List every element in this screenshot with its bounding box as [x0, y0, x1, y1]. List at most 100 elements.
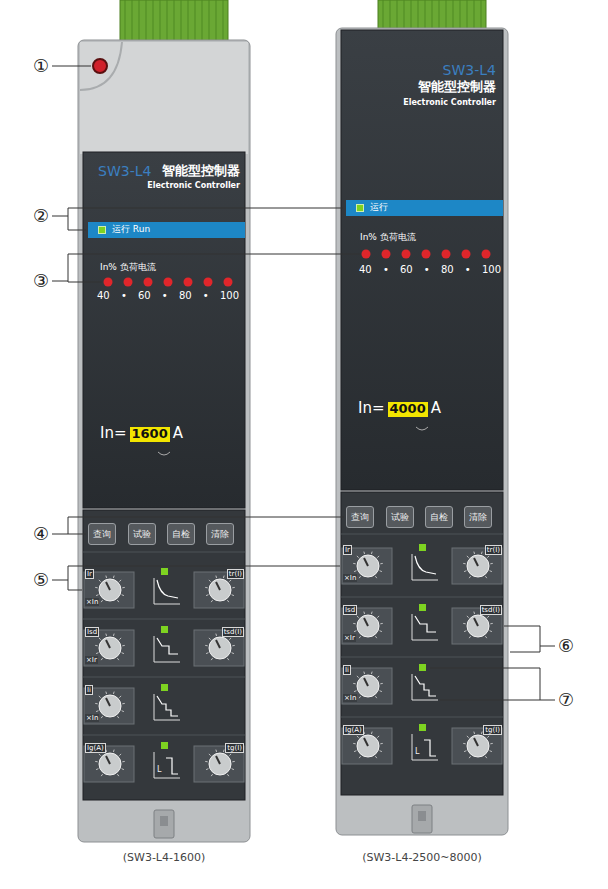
- curve-led: [419, 664, 426, 671]
- connector-ridge: [474, 0, 475, 32]
- connector-ridge: [418, 0, 419, 32]
- dial-tick: [232, 645, 234, 646]
- dial-tick: [354, 690, 356, 692]
- curve-led: [419, 604, 426, 611]
- dial-pointer: [106, 640, 110, 648]
- setting-dial: [209, 753, 231, 775]
- connector-ridge: [411, 0, 412, 32]
- rating-unit: A: [431, 400, 441, 417]
- connector-ridge: [188, 0, 189, 44]
- setting-dial: [357, 615, 379, 637]
- setting-name: Ii: [85, 685, 93, 695]
- connector-ridge: [223, 0, 224, 44]
- latch-slot: [418, 811, 426, 821]
- setting-panel: [341, 492, 503, 795]
- dial-tick: [113, 750, 115, 752]
- setting-name: tsd(I): [222, 627, 244, 637]
- dial-tick: [215, 750, 217, 752]
- setting-dial: [99, 753, 121, 775]
- dial-pointer: [106, 582, 110, 590]
- curve-axes: [154, 752, 180, 778]
- dial-tick: [490, 570, 492, 572]
- model-caption: (SW3-L4-2500~8000): [362, 852, 482, 865]
- display-panel: [83, 152, 245, 508]
- connector-ridge: [216, 0, 217, 44]
- setting-name: tr(I): [227, 569, 244, 579]
- dial-tick: [353, 683, 355, 684]
- dial-tick: [119, 638, 121, 640]
- connector-ridge: [404, 0, 405, 32]
- connector-ridge: [167, 0, 168, 44]
- controller-unit: [78, 0, 250, 842]
- dial-tick: [490, 750, 492, 752]
- setting-name: tr(I): [485, 545, 502, 555]
- dial-tick: [96, 710, 98, 712]
- terminal-connector: [120, 0, 228, 44]
- product-subtitle: Electronic Controller: [147, 181, 240, 190]
- dial-tick: [487, 556, 489, 558]
- load-led: [382, 250, 391, 259]
- run-indicator-band: 运行: [346, 200, 503, 216]
- dial-tick: [380, 750, 382, 752]
- push-button: 试验: [128, 523, 156, 545]
- connector-ridge: [432, 0, 433, 32]
- dial-tick: [232, 594, 234, 596]
- load-led: [104, 278, 113, 287]
- setting-name: Ir: [85, 569, 94, 579]
- dial-tick: [205, 587, 207, 588]
- connector-ridge: [397, 0, 398, 32]
- dial-tick: [463, 623, 465, 624]
- setting-dial: [357, 555, 379, 577]
- dial-tick: [463, 743, 465, 744]
- dial-tick: [464, 570, 466, 572]
- connector-ridge: [146, 0, 147, 44]
- dial-tick: [205, 645, 207, 646]
- terminal-connector: [378, 0, 486, 32]
- setting-dial: [99, 695, 121, 717]
- dial-tick: [96, 594, 98, 596]
- housing: [78, 40, 250, 842]
- dial-tick: [490, 630, 492, 632]
- load-led: [422, 250, 431, 259]
- dial-tick: [117, 658, 118, 660]
- dial-pointer: [474, 738, 478, 746]
- housing: [336, 28, 508, 835]
- dial-tick: [357, 676, 359, 678]
- button-label: 清除: [207, 524, 233, 544]
- dial-tick: [117, 716, 118, 718]
- rating-prefix: In=: [100, 425, 127, 442]
- setting-name: Isd: [343, 605, 357, 615]
- dial-tick: [101, 600, 102, 602]
- panel-divider: [341, 597, 503, 598]
- callout-ring: [30, 270, 52, 292]
- top-cover: [80, 42, 248, 154]
- axis-letter: L: [157, 765, 161, 774]
- dial-tick: [377, 616, 379, 618]
- dial-tick: [467, 616, 469, 618]
- dial-pointer: [216, 582, 220, 590]
- dial-tick: [119, 696, 121, 698]
- dial-tick: [232, 587, 234, 588]
- product-subtitle: Electronic Controller: [403, 98, 496, 107]
- dial-tick: [354, 630, 356, 632]
- setting-name: Isd: [85, 627, 99, 637]
- connector-ridge: [174, 0, 175, 44]
- connector-ridge: [209, 0, 210, 44]
- load-led: [144, 278, 153, 287]
- dial-tick: [469, 636, 470, 638]
- dial-tick: [105, 576, 107, 578]
- product-title: 智能型控制器: [418, 80, 496, 95]
- dial-tick: [380, 623, 382, 624]
- dial-pointer: [364, 738, 368, 746]
- setting-dial: [209, 579, 231, 601]
- dial-tick: [353, 563, 355, 564]
- connector-ridge: [460, 0, 461, 32]
- connector-ridge: [390, 0, 391, 32]
- push-button: 清除: [206, 523, 234, 545]
- push-button: 自检: [167, 523, 195, 545]
- dial-tick: [359, 756, 360, 758]
- load-led: [462, 250, 471, 259]
- dial-tick: [380, 563, 382, 564]
- panel-divider: [83, 619, 245, 620]
- dial-tick: [211, 774, 212, 776]
